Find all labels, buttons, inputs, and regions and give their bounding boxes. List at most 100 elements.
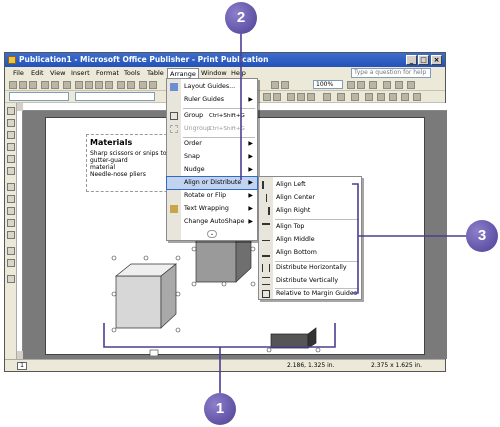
menu-change-autoshape[interactable]: Change AutoShape▶ [167, 216, 257, 228]
menu-align-top[interactable]: Align Top [259, 221, 361, 233]
menu-help[interactable]: Help [231, 69, 246, 77]
paste-icon[interactable] [95, 81, 103, 89]
pilcrow-icon[interactable] [281, 81, 289, 89]
hot-spot-tool-icon[interactable] [7, 247, 15, 255]
menu-tools[interactable]: Tools [124, 69, 141, 77]
line-color-icon[interactable] [337, 93, 345, 101]
format-painter-icon[interactable] [105, 81, 113, 89]
rectangle-tool-icon[interactable] [7, 219, 15, 227]
new-icon[interactable] [9, 81, 17, 89]
menu-file[interactable]: File [13, 69, 24, 77]
minimize-button[interactable]: _ [406, 55, 417, 65]
indent-icon[interactable] [307, 93, 315, 101]
menu-distribute-horizontally[interactable]: Distribute Horizontally [259, 262, 361, 274]
select-tool-icon[interactable] [7, 107, 15, 115]
help-question-input[interactable]: Type a question for help [351, 68, 431, 78]
page-navigation-icon[interactable]: 1 [17, 362, 27, 370]
menu-align-or-distribute[interactable]: Align or Distribute▶ [166, 176, 258, 190]
print-icon[interactable] [41, 81, 49, 89]
menu-label: Relative to Margin Guides [276, 290, 357, 297]
align-left-icon[interactable] [263, 93, 271, 101]
copy-icon[interactable] [85, 81, 93, 89]
wordart-tool-icon[interactable] [7, 143, 15, 151]
menu-view[interactable]: View [50, 69, 66, 77]
close-button[interactable]: × [431, 55, 442, 65]
bullets-icon[interactable] [297, 93, 305, 101]
arrow-tool-icon[interactable] [7, 195, 15, 203]
menu-table[interactable]: Table [147, 69, 164, 77]
open-icon[interactable] [19, 81, 27, 89]
align-center-icon[interactable] [273, 93, 281, 101]
align-middle-icon [262, 240, 270, 241]
columns-icon[interactable] [271, 81, 279, 89]
menu-edit[interactable]: Edit [31, 69, 44, 77]
help-icon[interactable] [369, 81, 377, 89]
menu-relative-to-margin-guides[interactable]: Relative to Margin Guides [259, 288, 361, 300]
dash-style-icon[interactable] [377, 93, 385, 101]
menu-snap[interactable]: Snap▶ [167, 151, 257, 163]
line-tool-icon[interactable] [7, 183, 15, 191]
bring-front-icon[interactable] [139, 81, 147, 89]
text-box-tool-icon[interactable] [7, 119, 15, 127]
menu-align-bottom[interactable]: Align Bottom [259, 247, 361, 259]
toolbar-options-icon-2[interactable] [395, 81, 403, 89]
cube-left[interactable] [115, 263, 177, 329]
vertical-ruler[interactable] [17, 111, 23, 351]
font-select[interactable] [75, 92, 155, 101]
menu-layout-guides[interactable]: Layout Guides... [167, 81, 257, 93]
spelling-icon[interactable] [63, 81, 71, 89]
menu-format[interactable]: Format [96, 69, 119, 77]
menu-nudge[interactable]: Nudge▶ [167, 164, 257, 176]
menu-label: Group [184, 112, 204, 119]
redo-icon[interactable] [127, 81, 135, 89]
cube-right[interactable] [270, 327, 317, 349]
zoom-select[interactable]: 100% [313, 80, 343, 89]
menu-align-center[interactable]: Align Center [259, 192, 361, 204]
undo-icon[interactable] [117, 81, 125, 89]
menu-label: Layout Guides... [184, 83, 236, 90]
menu-order[interactable]: Order▶ [167, 138, 257, 150]
toolbar-options-icon-3[interactable] [407, 81, 415, 89]
shadow-icon[interactable] [401, 93, 409, 101]
arrow-style-icon[interactable] [389, 93, 397, 101]
preview-icon[interactable] [51, 81, 59, 89]
menu-align-left[interactable]: Align Left [259, 179, 361, 191]
menu-expand-chevron-icon[interactable]: ⌄ [207, 230, 217, 238]
form-control-tool-icon[interactable] [7, 259, 15, 267]
autoshapes-tool-icon[interactable] [7, 231, 15, 239]
font-color-icon[interactable] [351, 93, 359, 101]
clipart-tool-icon[interactable] [7, 167, 15, 175]
align-right-icon [262, 207, 270, 215]
cut-icon[interactable] [75, 81, 83, 89]
menu-ruler-guides[interactable]: Ruler Guides▶ [167, 94, 257, 106]
picture-tool-icon[interactable] [7, 155, 15, 163]
line-style-icon[interactable] [365, 93, 373, 101]
design-gallery-tool-icon[interactable] [7, 275, 15, 283]
menu-distribute-vertically[interactable]: Distribute Vertically [259, 275, 361, 287]
menu-separator [275, 288, 359, 289]
toolbar-options-icon[interactable] [383, 81, 391, 89]
menu-window[interactable]: Window [201, 69, 227, 77]
menu-label: Rotate or Flip [184, 192, 227, 199]
send-back-icon[interactable] [149, 81, 157, 89]
3d-icon[interactable] [413, 93, 421, 101]
object-position: 2.186, 1.325 in. [287, 362, 335, 369]
save-icon[interactable] [29, 81, 37, 89]
fill-color-icon[interactable] [323, 93, 331, 101]
menu-rotate-or-flip[interactable]: Rotate or Flip▶ [167, 190, 257, 202]
menu-label: Nudge [184, 166, 205, 173]
maximize-button[interactable]: □ [418, 55, 429, 65]
zoom-out-icon[interactable] [347, 81, 355, 89]
menu-text-wrapping[interactable]: Text Wrapping▶ [167, 203, 257, 215]
table-tool-icon[interactable] [7, 131, 15, 139]
oval-tool-icon[interactable] [7, 207, 15, 215]
style-select[interactable] [9, 92, 69, 101]
menu-align-middle[interactable]: Align Middle [259, 234, 361, 246]
menu-arrange[interactable]: Arrange [167, 68, 199, 78]
menu-insert[interactable]: Insert [71, 69, 90, 77]
menu-align-right[interactable]: Align Right [259, 205, 361, 217]
zoom-in-icon[interactable] [357, 81, 365, 89]
numbering-icon[interactable] [287, 93, 295, 101]
